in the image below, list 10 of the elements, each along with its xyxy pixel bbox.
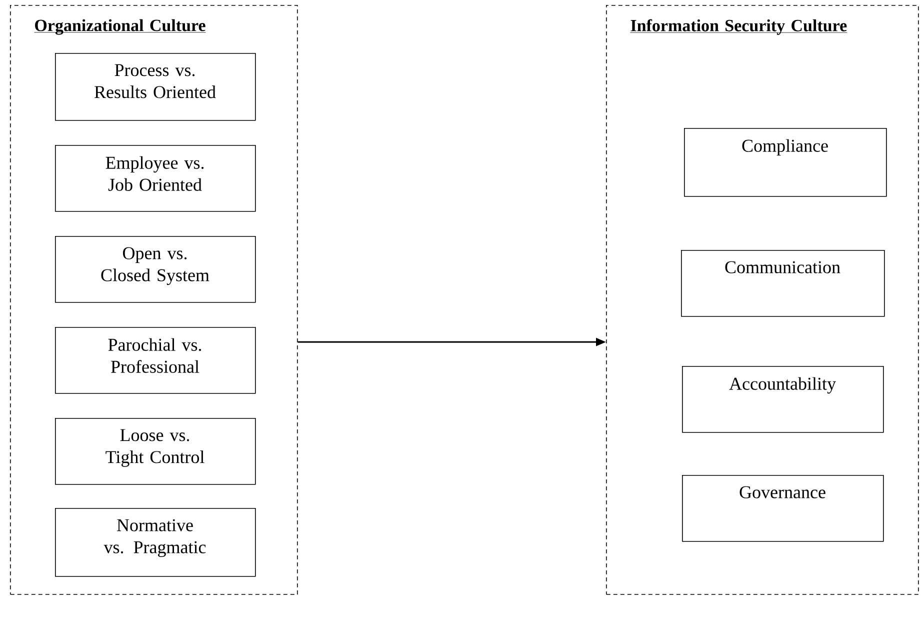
box: Employee vs. Job Oriented — [55, 145, 256, 212]
box: Loose vs. Tight Control — [55, 418, 256, 485]
box: Governance — [682, 475, 884, 542]
box: Open vs. Closed System — [55, 236, 256, 303]
box: Communication — [681, 250, 885, 317]
box: Accountability — [682, 366, 884, 433]
box: Compliance — [684, 128, 887, 197]
box: Normative vs. Pragmatic — [55, 508, 256, 577]
box: Parochial vs. Professional — [55, 327, 256, 394]
box: Process vs. Results Oriented — [55, 53, 256, 121]
